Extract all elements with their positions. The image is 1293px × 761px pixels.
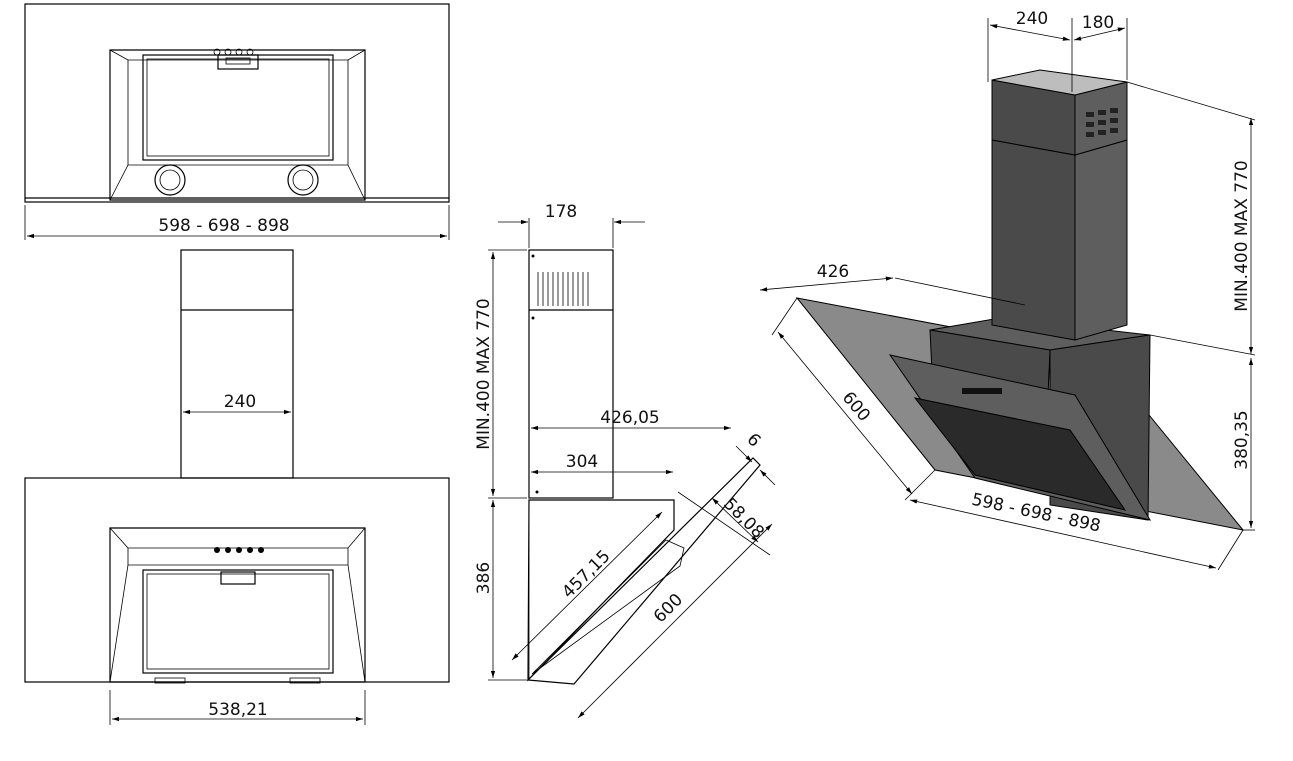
side-glass-457-label: 457,15 bbox=[558, 546, 614, 602]
side-depth-304-label: 304 bbox=[566, 452, 598, 472]
iso-chimney-d-label: 180 bbox=[1082, 13, 1114, 33]
iso-hood-height-label: 380,35 bbox=[1232, 410, 1252, 469]
top-view: 598 - 698 - 898 bbox=[24, 3, 450, 240]
front-view: 240 538,21 bbox=[24, 249, 450, 725]
side-view: 178 MIN.400 MAX 770 386 426,05 304 457,1… bbox=[474, 202, 776, 719]
iso-chimney-height-label: MIN.400 MAX 770 bbox=[1232, 160, 1252, 311]
iso-view: 240 180 426 600 598 - 698 - 898 MIN.400 … bbox=[759, 9, 1256, 571]
side-glass-600-label: 600 bbox=[650, 590, 687, 627]
canopy-width-label: 538,21 bbox=[208, 700, 267, 720]
side-hood-height-label: 386 bbox=[474, 562, 494, 594]
iso-chimney-w-label: 240 bbox=[1016, 9, 1048, 29]
iso-glass-label: 600 bbox=[838, 388, 874, 426]
side-depth-label: 178 bbox=[545, 202, 577, 222]
iso-depth-label: 426 bbox=[817, 262, 849, 282]
side-offset-label: 58,08 bbox=[719, 494, 768, 543]
side-depth-426-label: 426,05 bbox=[600, 408, 659, 428]
front-width-label: 598 - 698 - 898 bbox=[158, 216, 289, 236]
side-chimney-height-label: MIN.400 MAX 770 bbox=[474, 298, 494, 449]
chimney-width-label: 240 bbox=[224, 392, 256, 412]
side-thickness-label: 6 bbox=[743, 430, 765, 452]
